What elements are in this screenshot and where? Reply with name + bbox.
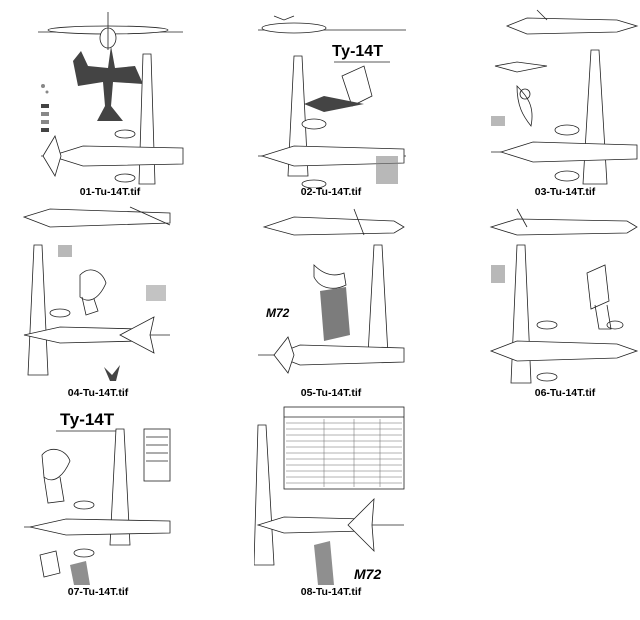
thumbnail-01[interactable] (33, 6, 187, 188)
thumbnail-02-caption: 02-Tu-14T.tif (300, 186, 362, 198)
thumbnail-04[interactable] (20, 205, 174, 387)
thumbnail-08-logo: M72 (354, 566, 381, 582)
thumbnail-05-logo: M72 (266, 306, 290, 320)
thumbnail-02[interactable]: Ту-14Т (254, 6, 408, 188)
thumbnail-01-caption: 01-Tu-14T.tif (79, 186, 141, 198)
plane-drawing-image (489, 208, 639, 384)
plane-drawing-image: Ту-14Т (24, 410, 171, 585)
thumbnail-07[interactable]: Ту-14Т (20, 405, 174, 587)
thumbnail-08-caption: 08-Tu-14T.tif (300, 586, 362, 598)
thumbnail-07-title: Ту-14Т (60, 410, 115, 429)
plane-drawing-image (38, 12, 184, 185)
thumbnail-06[interactable] (487, 205, 640, 387)
thumbnail-05-caption: 05-Tu-14T.tif (300, 387, 362, 399)
plane-drawing-image (22, 206, 171, 381)
thumbnail-04-caption: 04-Tu-14T.tif (67, 387, 129, 399)
thumbnail-02-title: Ту-14Т (332, 43, 383, 60)
thumbnail-06-caption: 06-Tu-14T.tif (534, 387, 596, 399)
plane-drawing-image: M72 (254, 406, 405, 585)
plane-drawing-image: Ту-14Т (258, 15, 406, 188)
thumbnail-08[interactable]: M72 (254, 405, 408, 587)
plane-drawing-image (491, 9, 639, 185)
thumbnail-07-caption: 07-Tu-14T.tif (67, 586, 129, 598)
thumbnail-03-caption: 03-Tu-14T.tif (534, 186, 596, 198)
plane-drawing-image: M72 (258, 208, 405, 374)
thumbnail-03[interactable] (487, 6, 640, 188)
thumbnail-05[interactable]: M72 (254, 205, 408, 387)
